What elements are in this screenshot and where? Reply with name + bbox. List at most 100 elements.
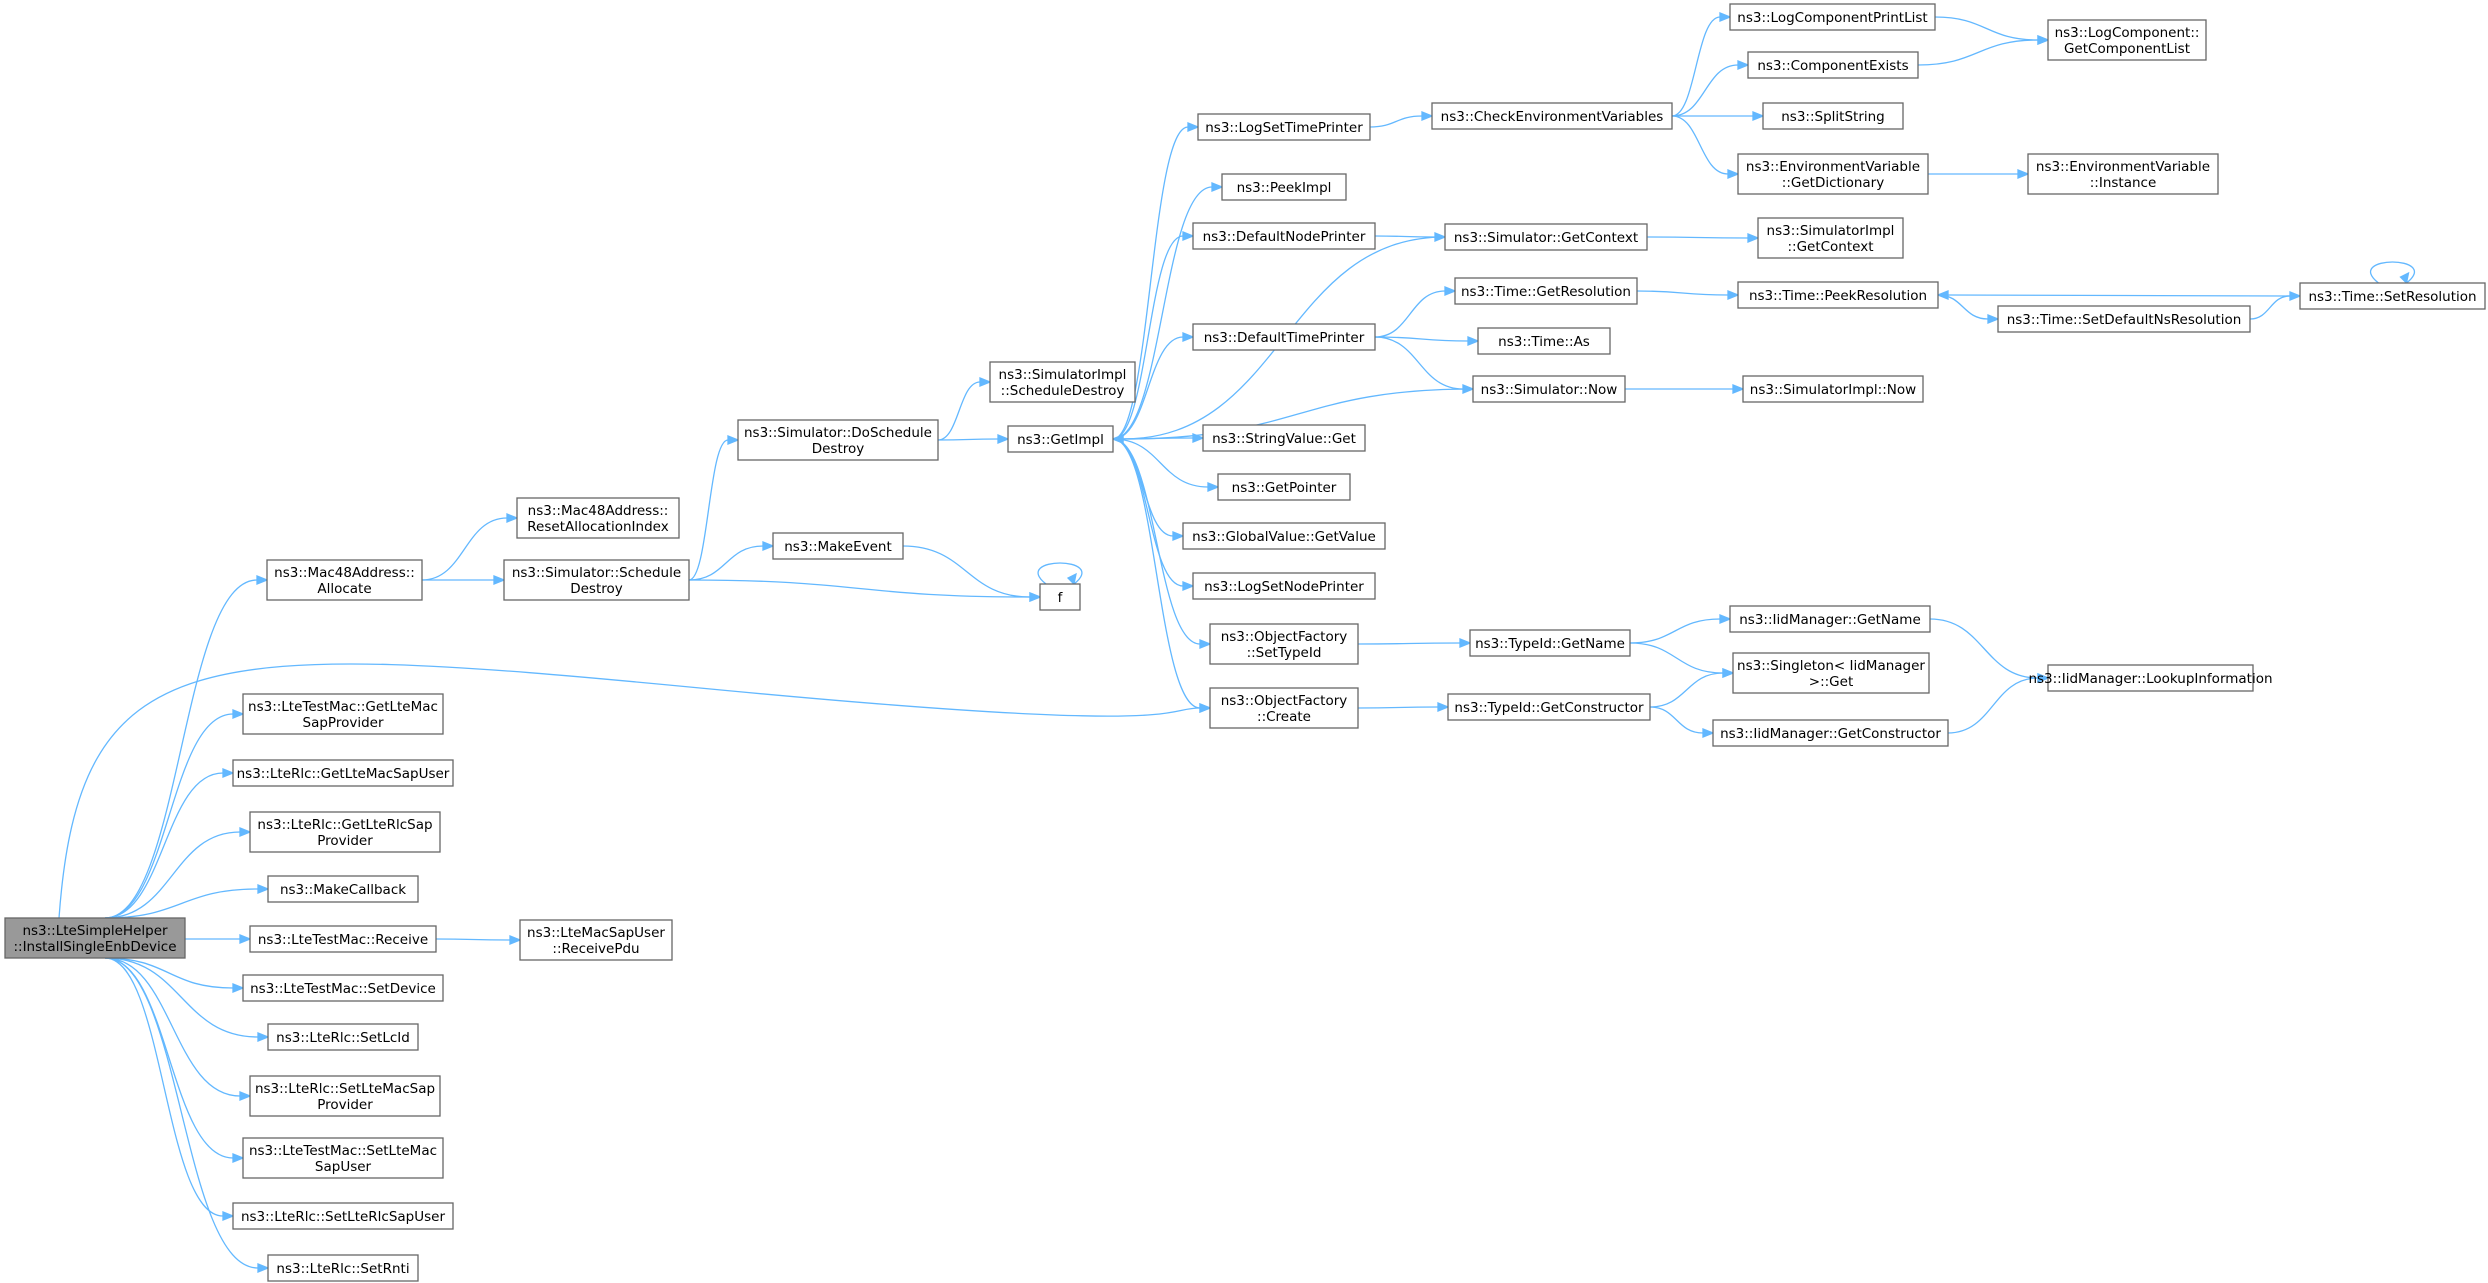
node-ltetestmacsetdevice[interactable]: ns3::LteTestMac::SetDevice	[242, 974, 444, 1002]
node-timesetres[interactable]: ns3::Time::SetResolution	[2299, 282, 2486, 310]
node-logcompgetlist[interactable]: ns3::LogComponent::GetComponentList	[2047, 19, 2207, 61]
edge-getimpl-to-peekimpl	[1112, 182, 1224, 440]
node-label: ns3::LteTestMac::SetLteMac	[249, 1143, 437, 1159]
edge-getimpl-to-defaultnodeprinter	[1112, 231, 1195, 440]
node-globalvaluegetvalue[interactable]: ns3::GlobalValue::GetValue	[1182, 522, 1386, 550]
node-logsettimeprinter[interactable]: ns3::LogSetTimePrinter	[1197, 113, 1371, 141]
edge-timesetres-to-timesetres	[2369, 261, 2416, 285]
edge-schedDestroy-to-doSchedDestroy	[688, 435, 740, 581]
node-peekimpl[interactable]: ns3::PeekImpl	[1221, 173, 1347, 201]
node-label: ns3::EnvironmentVariable	[2036, 159, 2210, 175]
edge-root-to-getltemacsapuser	[104, 768, 235, 919]
node-label: ns3::IidManager::GetName	[1739, 612, 1921, 628]
node-label: ns3::LogComponent::	[2055, 25, 2200, 41]
node-iidlookup[interactable]: ns3::IidManager::LookupInformation	[2028, 664, 2273, 692]
node-defaultnodeprinter[interactable]: ns3::DefaultNodePrinter	[1192, 222, 1376, 250]
node-timepeekres[interactable]: ns3::Time::PeekResolution	[1737, 281, 1939, 309]
node-timeas[interactable]: ns3::Time::As	[1477, 327, 1611, 355]
node-iidgetctor[interactable]: ns3::IidManager::GetConstructor	[1712, 719, 1949, 747]
node-simgetcontext[interactable]: ns3::Simulator::GetContext	[1444, 223, 1648, 251]
node-typeidgetctor[interactable]: ns3::TypeId::GetConstructor	[1447, 693, 1651, 721]
node-receivepdu[interactable]: ns3::LteMacSapUser::ReceivePdu	[519, 919, 673, 961]
node-ltetestmacreceive[interactable]: ns3::LteTestMac::Receive	[249, 925, 437, 953]
node-logsetnodeprinter[interactable]: ns3::LogSetNodePrinter	[1192, 572, 1376, 600]
node-box	[249, 925, 437, 953]
node-label: ns3::IidManager::LookupInformation	[2028, 671, 2272, 687]
node-box	[1209, 623, 1359, 665]
node-defaulttimeprinter[interactable]: ns3::DefaultTimePrinter	[1192, 323, 1376, 351]
node-label: ::Create	[1257, 709, 1311, 725]
node-makeevent[interactable]: ns3::MakeEvent	[772, 532, 904, 560]
edge-ofsettypeid-to-typeidgetname	[1357, 638, 1472, 648]
edge-simnow-to-getimpl	[1111, 388, 1474, 444]
edge-iidgetctor-to-iidlookup	[1947, 673, 2050, 734]
node-box	[1729, 605, 1931, 633]
node-label: ns3::LteMacSapUser	[527, 925, 665, 941]
edge-ltetestmacreceive-to-receivepdu	[435, 935, 522, 945]
node-box	[1762, 102, 1904, 130]
node-box	[242, 974, 444, 1002]
edge-typeidgetctor-to-singletonget	[1649, 668, 1735, 708]
node-label: ns3::ComponentExists	[1757, 58, 1908, 74]
node-label: ns3::Simulator::DoSchedule	[744, 425, 932, 441]
edge-timesetres-to-timepeekres	[1936, 290, 2301, 300]
node-setrnti[interactable]: ns3::LteRlc::SetRnti	[267, 1254, 419, 1282]
node-box	[232, 1202, 454, 1230]
node-box	[1732, 652, 1930, 694]
node-mac48alloc[interactable]: ns3::Mac48Address::Allocate	[266, 559, 423, 601]
node-getltemacsapuser[interactable]: ns3::LteRlc::GetLteMacSapUser	[232, 759, 454, 787]
node-splitstring[interactable]: ns3::SplitString	[1762, 102, 1904, 130]
node-implSchedDestroy[interactable]: ns3::SimulatorImpl::ScheduleDestroy	[989, 361, 1136, 403]
edge-schedDestroy-to-makeevent	[688, 541, 775, 581]
node-root[interactable]: ns3::LteSimpleHelper::InstallSingleEnbDe…	[4, 917, 186, 959]
node-singletonget[interactable]: ns3::Singleton< IidManager>::Get	[1732, 652, 1930, 694]
node-label: ns3::Singleton< IidManager	[1737, 658, 1925, 674]
node-box	[267, 1023, 419, 1051]
node-setlcid[interactable]: ns3::LteRlc::SetLcId	[267, 1023, 419, 1051]
node-typeidgetname[interactable]: ns3::TypeId::GetName	[1469, 629, 1631, 657]
node-label: ns3::MakeEvent	[784, 539, 892, 555]
node-compexists[interactable]: ns3::ComponentExists	[1747, 51, 1919, 79]
node-f[interactable]: f	[1039, 583, 1081, 611]
node-ofcreate[interactable]: ns3::ObjectFactory::Create	[1209, 687, 1359, 729]
node-checkenv[interactable]: ns3::CheckEnvironmentVariables	[1431, 102, 1673, 130]
nodes: ns3::LteSimpleHelper::InstallSingleEnbDe…	[4, 3, 2486, 1282]
node-ofsettypeid[interactable]: ns3::ObjectFactory::SetTypeId	[1209, 623, 1359, 665]
node-label: GetComponentList	[2064, 41, 2190, 57]
node-label: ns3::PeekImpl	[1237, 180, 1332, 196]
node-label: ns3::LteTestMac::GetLteMac	[248, 699, 438, 715]
node-logcompprintlist[interactable]: ns3::LogComponentPrintList	[1729, 3, 1936, 31]
node-timegetres[interactable]: ns3::Time::GetResolution	[1454, 277, 1638, 305]
node-implgetcontext[interactable]: ns3::SimulatorImpl::GetContext	[1757, 217, 1904, 259]
node-envgetdict[interactable]: ns3::EnvironmentVariable::GetDictionary	[1737, 153, 1929, 195]
node-setlterlcsapuser[interactable]: ns3::LteRlc::SetLteRlcSapUser	[232, 1202, 454, 1230]
node-getpointer[interactable]: ns3::GetPointer	[1217, 473, 1351, 501]
node-implnow[interactable]: ns3::SimulatorImpl::Now	[1742, 375, 1924, 403]
node-timesetdefault[interactable]: ns3::Time::SetDefaultNsResolution	[1997, 305, 2251, 333]
node-iidgetname[interactable]: ns3::IidManager::GetName	[1729, 605, 1931, 633]
node-box	[1209, 687, 1359, 729]
node-label: ns3::IidManager::GetConstructor	[1720, 726, 1941, 742]
node-makecallback[interactable]: ns3::MakeCallback	[267, 875, 419, 903]
node-resetalloc[interactable]: ns3::Mac48Address::ResetAllocationIndex	[516, 497, 680, 539]
node-box	[503, 559, 690, 601]
node-box	[1454, 277, 1638, 305]
node-stringvalueget[interactable]: ns3::StringValue::Get	[1202, 424, 1366, 452]
node-box	[1472, 375, 1626, 403]
node-getimpl[interactable]: ns3::GetImpl	[1007, 425, 1114, 453]
edge-root-to-getlterlcsap	[104, 827, 252, 919]
node-label: ::ReceivePdu	[552, 941, 639, 957]
node-simnow[interactable]: ns3::Simulator::Now	[1472, 375, 1626, 403]
node-label: ns3::Simulator::Now	[1481, 382, 1618, 398]
node-box	[1444, 223, 1648, 251]
node-schedDestroy[interactable]: ns3::Simulator::ScheduleDestroy	[503, 559, 690, 601]
node-label: Provider	[317, 1097, 373, 1113]
edge-root-to-setrnti	[104, 957, 270, 1273]
node-envinstance[interactable]: ns3::EnvironmentVariable::Instance	[2027, 153, 2219, 195]
